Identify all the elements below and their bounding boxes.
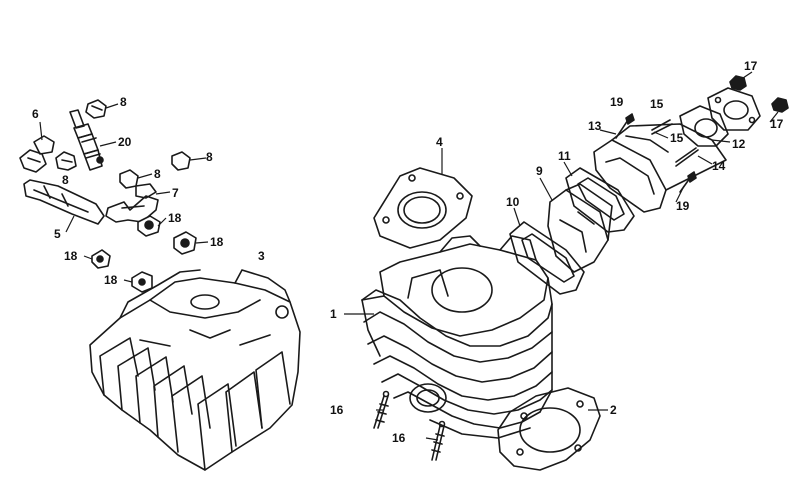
callout-20: 20: [118, 135, 132, 149]
callout-12: 12: [732, 137, 746, 151]
callout-8c: 8: [154, 167, 161, 181]
stud-16a: [373, 390, 390, 429]
callout-16b: 16: [392, 431, 406, 445]
callout-18a: 18: [168, 211, 182, 225]
callout-9: 9: [536, 164, 543, 178]
callout-5: 5: [54, 227, 61, 241]
callout-19a: 19: [610, 95, 624, 109]
head-gasket: [373, 167, 473, 249]
flange-nut-18c: [91, 249, 111, 269]
cylinder-head: [89, 269, 301, 471]
leader-lines: [39, 71, 779, 441]
bolt-13: [615, 113, 635, 139]
carb-flange: [707, 87, 761, 131]
callout-14: 14: [712, 159, 726, 173]
intake-gasket: [509, 221, 585, 295]
callout-1: 1: [330, 307, 337, 321]
callout-17b: 17: [770, 117, 784, 131]
flange-nut-18a: [137, 215, 161, 237]
head-cover-bracket: [23, 179, 105, 225]
nut-17a: [729, 75, 747, 91]
callout-15b: 15: [670, 131, 684, 145]
callout-10: 10: [506, 195, 520, 209]
callout-18c: 18: [64, 249, 78, 263]
nut-8c: [119, 169, 139, 189]
callout-7: 7: [172, 186, 179, 200]
callout-8d: 8: [206, 150, 213, 164]
nut-17b: [771, 97, 789, 113]
stud-16b: [431, 420, 446, 461]
flange-nut-18b: [173, 231, 197, 255]
spark-plug: [69, 109, 104, 171]
bolt-14: [675, 147, 699, 167]
callout-18b: 18: [210, 235, 224, 249]
callout-8b: 8: [62, 173, 69, 187]
callout-17a: 17: [744, 59, 758, 73]
nut-8d: [171, 151, 191, 171]
callout-labels: 1 2 3 4 5 6 7 8 8 8 8 9 10 11 12 13 14 1…: [32, 59, 784, 445]
callout-13: 13: [588, 119, 602, 133]
flange-gasket: [679, 105, 729, 147]
callout-4: 4: [436, 135, 443, 149]
callout-3: 3: [258, 249, 265, 263]
base-gasket: [497, 387, 601, 471]
cylinder-block: [361, 235, 553, 439]
nut-8b: [55, 151, 77, 171]
callout-8a: 8: [120, 95, 127, 109]
callout-19b: 19: [676, 199, 690, 213]
flange-nut-18d: [131, 271, 153, 293]
callout-16a: 16: [330, 403, 344, 417]
callout-6: 6: [32, 107, 39, 121]
reed-valve: [547, 183, 613, 273]
nut-8a: [85, 99, 107, 119]
callout-11: 11: [558, 149, 571, 163]
callout-15a: 15: [650, 97, 664, 111]
reed-gasket: [565, 167, 635, 233]
clamp-bracket: [105, 183, 159, 223]
clip-set: [19, 135, 55, 173]
callout-2: 2: [610, 403, 617, 417]
callout-18d: 18: [104, 273, 118, 287]
